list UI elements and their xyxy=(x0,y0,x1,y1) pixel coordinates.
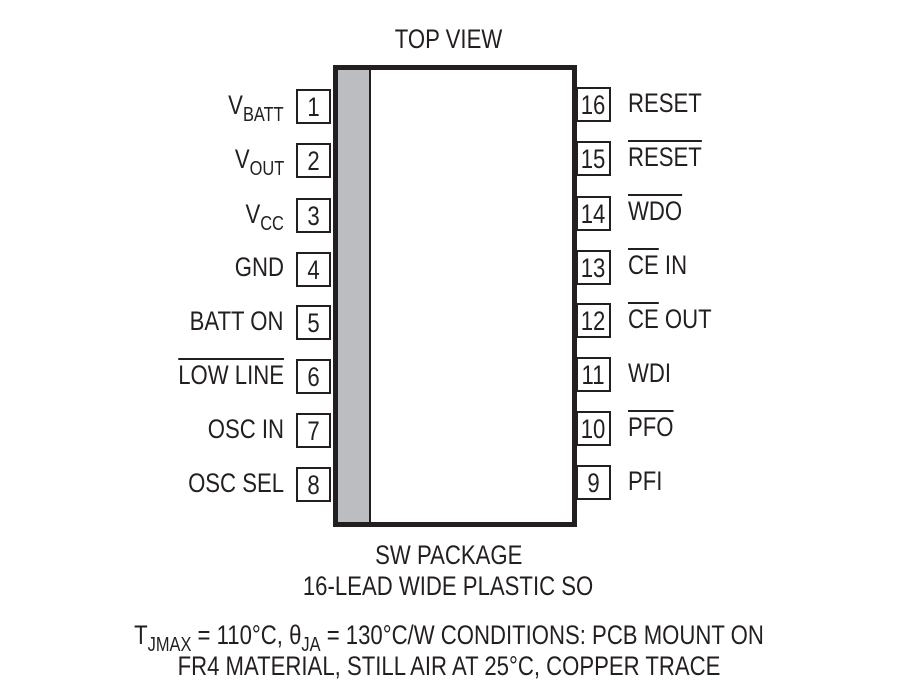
pin-12: 12 xyxy=(576,303,611,338)
pin-9: 9 xyxy=(576,465,611,500)
pin-6: 6 xyxy=(296,359,331,394)
pin-label-reset: RESET xyxy=(628,88,702,118)
pin-13: 13 xyxy=(576,250,611,285)
pin-label-osc-sel: OSC SEL xyxy=(188,468,284,498)
pin-16: 16 xyxy=(576,87,611,122)
pin-5: 5 xyxy=(296,305,331,340)
pin-11: 11 xyxy=(576,357,611,392)
pin-label-pfi: PFI xyxy=(628,466,663,496)
pin-label-batt-on: BATT ON xyxy=(190,306,284,336)
pin-label-pfo-bar: PFO xyxy=(628,412,674,442)
pin-label-ce-out: CE OUT xyxy=(628,304,712,334)
pin-3: 3 xyxy=(296,198,331,233)
pin-label-osc-in: OSC IN xyxy=(207,414,284,444)
pin-label-vout: VOUT xyxy=(234,144,284,180)
pin-1: 1 xyxy=(296,89,331,124)
pin-label-wdi: WDI xyxy=(628,358,672,388)
pin-15: 15 xyxy=(576,141,611,176)
package-name: SW PACKAGE xyxy=(374,540,523,570)
pin-2: 2 xyxy=(296,143,331,178)
package-description: 16-LEAD WIDE PLASTIC SO xyxy=(303,571,594,601)
thermal-conditions-line2: FR4 MATERIAL, STILL AIR AT 25°C, COPPER … xyxy=(177,651,720,681)
pin-7: 7 xyxy=(296,413,331,448)
pin-10: 10 xyxy=(576,411,611,446)
thermal-conditions-line1: TJMAX = 110°C, θJA = 130°C/W CONDITIONS:… xyxy=(133,620,764,656)
pin-label-ce-in: CE IN xyxy=(628,250,688,280)
pin-label-vcc: VCC xyxy=(245,199,284,235)
pin-label-vbatt: VBATT xyxy=(228,90,284,126)
pin-label-wdo-bar: WDO xyxy=(628,196,683,226)
pin-14: 14 xyxy=(576,196,611,231)
pin-label-low-line: LOW LINE xyxy=(178,360,284,390)
pin-label-reset-bar: RESET xyxy=(628,142,702,172)
ic-package-body xyxy=(333,65,577,527)
pin-label-gnd: GND xyxy=(234,252,284,282)
pin-4: 4 xyxy=(296,252,331,287)
view-title: TOP VIEW xyxy=(394,24,503,54)
pin-8: 8 xyxy=(296,467,331,502)
pin1-indicator-stripe xyxy=(338,70,371,522)
